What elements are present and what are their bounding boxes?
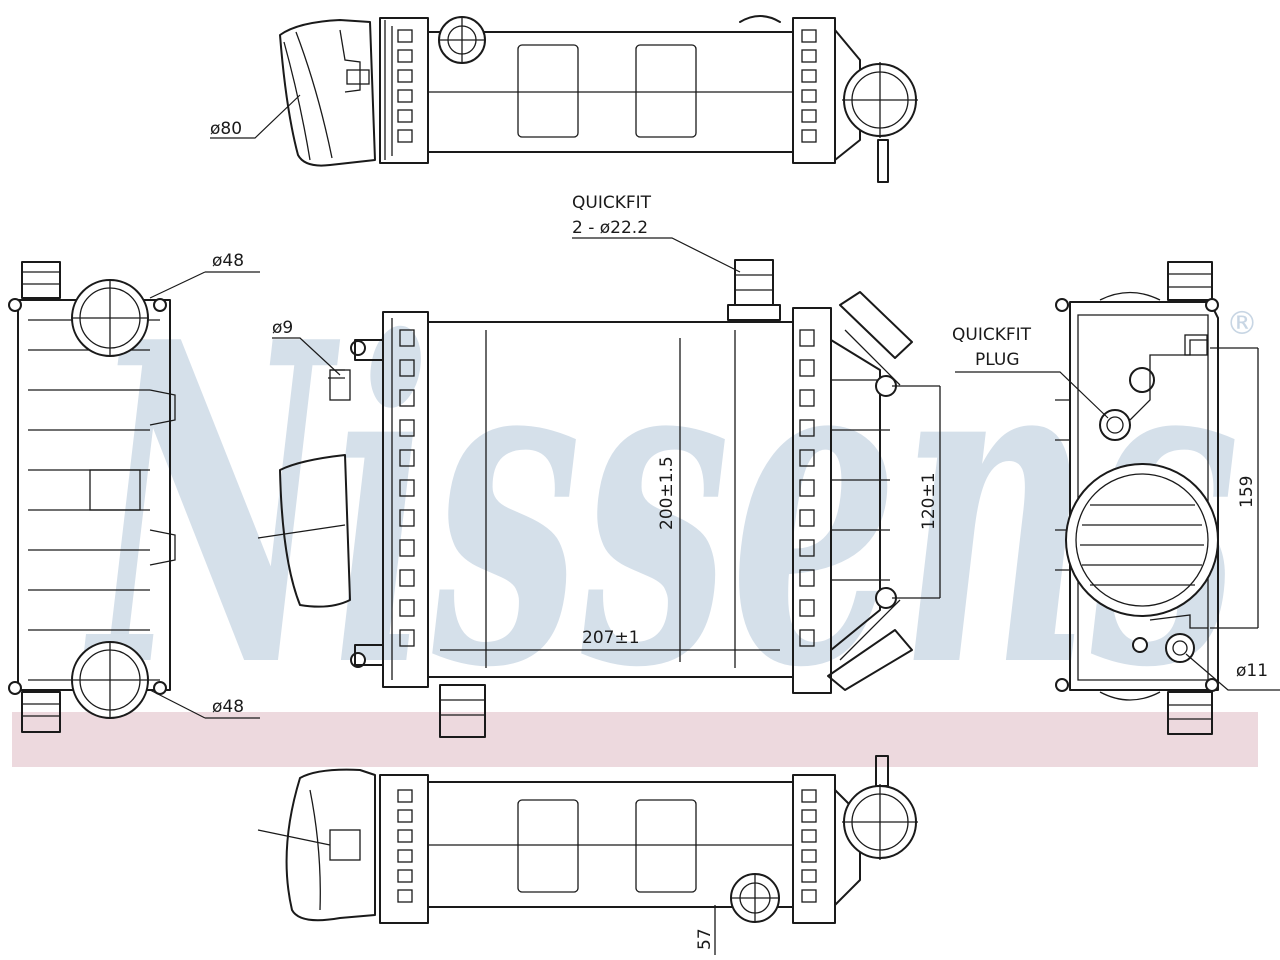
label-quickfit-size: 2 - ø22.2 (572, 218, 648, 238)
right-side-view: 159 QUICKFIT PLUG ø11 (952, 261, 1280, 735)
label-bracket-hole: ø9 (272, 318, 293, 338)
front-view: 120±1 200±1.5 207±1 QUICKFIT 2 - ø22.2 ø… (257, 193, 941, 738)
label-side-bolt-diameter: ø11 (1236, 661, 1268, 681)
left-side-view: ø48 ø48 (8, 251, 260, 733)
label-top-inlet-diameter: ø80 (210, 119, 242, 139)
label-quickfit-plug-sub: PLUG (975, 350, 1020, 370)
watermark-band (12, 712, 1258, 767)
label-left-port-top: ø48 (212, 251, 244, 271)
label-bottom-offset: 57 (695, 928, 715, 950)
label-side-height: 159 (1237, 476, 1257, 508)
label-quickfit-plug: QUICKFIT (952, 325, 1032, 345)
label-mount-spacing: 120±1 (919, 472, 939, 530)
top-view: ø80 (210, 15, 918, 183)
bottom-view: 57 (257, 755, 918, 955)
label-core-width: 207±1 (582, 628, 640, 648)
registered-mark: ® (1226, 304, 1258, 342)
label-quickfit: QUICKFIT (572, 193, 652, 213)
label-core-height: 200±1.5 (657, 456, 677, 530)
label-left-port-bottom: ø48 (212, 697, 244, 717)
